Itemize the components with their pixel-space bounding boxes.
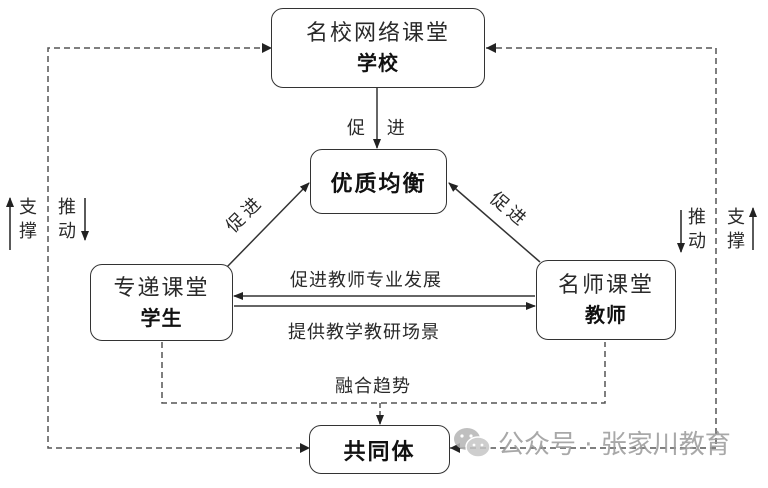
label-right-drive-char-1: 推 <box>688 207 706 228</box>
label-left-drive: 推 动 <box>57 196 77 244</box>
label-merge-trend: 融合趋势 <box>335 376 411 397</box>
arrow-student-to-balance <box>225 182 310 269</box>
label-left-drive-char-2: 动 <box>58 221 76 242</box>
node-teacher-title: 名师课堂 <box>557 273 654 298</box>
node-balance: 优质均衡 <box>310 149 447 214</box>
node-student-title: 专递课堂 <box>113 275 210 301</box>
label-right-drive: 推 动 <box>687 206 707 254</box>
merge-dashed-bracket <box>161 342 606 404</box>
arrow-right-loop-to-community <box>450 443 460 453</box>
node-school-title: 名校网络课堂 <box>305 21 450 46</box>
node-school: 名校网络课堂 学校 <box>271 8 485 88</box>
left-dashed-loop <box>47 47 308 449</box>
label-right-drive-char-2: 动 <box>688 231 706 252</box>
label-left-support-char-2: 撑 <box>19 221 37 242</box>
label-right-support-char-1: 支 <box>727 207 745 228</box>
arrow-teacher-to-balance <box>448 182 541 263</box>
node-student-subtitle: 学生 <box>140 305 183 330</box>
label-school-to-balance: 促 进 <box>347 118 413 139</box>
arrow-left-loop-to-community <box>300 443 310 453</box>
node-teacher: 名师课堂 教师 <box>536 260 676 340</box>
node-school-subtitle: 学校 <box>357 51 399 75</box>
label-left-support: 支 撑 <box>18 196 38 244</box>
label-right-support: 支 撑 <box>726 206 746 254</box>
node-community: 共同体 <box>309 425 450 474</box>
label-left-drive-char-1: 推 <box>58 197 76 218</box>
right-dashed-loop <box>450 47 717 449</box>
label-left-support-char-1: 支 <box>19 197 37 218</box>
label-student-to-teacher: 提供教学教研场景 <box>288 322 440 343</box>
arrow-left-loop-to-school <box>262 43 272 53</box>
node-student: 专递课堂 学生 <box>90 264 233 341</box>
arrow-right-loop-to-school <box>486 43 496 53</box>
node-community-title: 共同体 <box>343 438 416 465</box>
label-teacher-to-student: 促进教师专业发展 <box>290 270 442 291</box>
node-teacher-subtitle: 教师 <box>585 303 627 327</box>
label-right-support-char-2: 撑 <box>727 231 745 252</box>
node-balance-title: 优质均衡 <box>330 170 427 197</box>
